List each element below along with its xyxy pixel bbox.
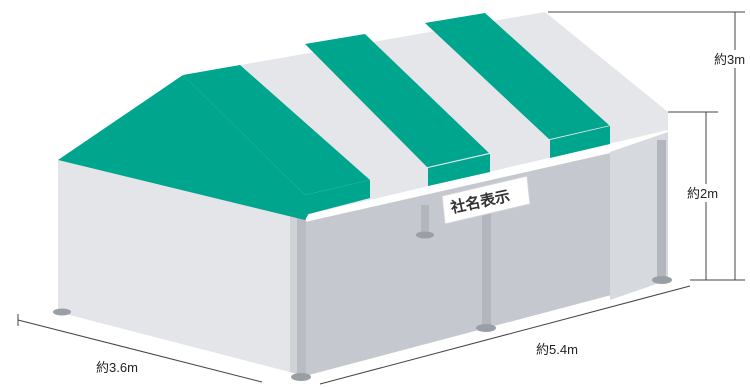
roof-stripe-3 <box>425 13 610 140</box>
back-pole-foot <box>416 231 434 239</box>
poles <box>416 140 672 332</box>
height-total-label: 約3m <box>714 52 745 67</box>
height-total-label-bg <box>712 50 750 68</box>
roof-stripe-1 <box>183 65 370 195</box>
right-rear-pole <box>657 140 666 280</box>
rear-left-foot <box>53 308 71 316</box>
valance-green-2 <box>428 154 490 186</box>
width-label: 約3.6m <box>96 360 138 375</box>
valance-green-1 <box>305 180 370 215</box>
height-eave-label-bg <box>684 184 728 202</box>
right-wall <box>610 132 668 300</box>
valance <box>305 112 668 215</box>
front-left-pole <box>297 200 306 376</box>
sign-board <box>441 175 531 225</box>
center-pole-foot <box>476 324 496 332</box>
right-rear-pole-foot <box>652 276 672 284</box>
height-eave-label: 約2m <box>687 186 718 201</box>
valance-green-3 <box>550 126 610 158</box>
roof-gable-left <box>58 75 320 220</box>
company-sign: 社名表示 <box>441 175 531 225</box>
center-pole <box>482 208 491 328</box>
front-left-pole-foot <box>291 373 311 381</box>
length-label: 約5.4m <box>536 342 578 357</box>
back-pole <box>421 205 429 235</box>
roof-stripe-2 <box>305 34 490 168</box>
